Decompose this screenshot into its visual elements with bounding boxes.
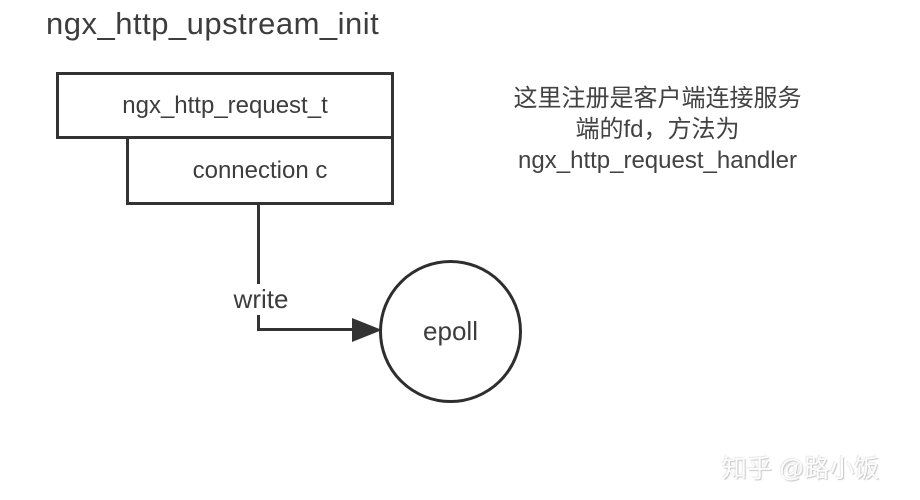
edge-label-write: write (230, 284, 292, 315)
zhihu-watermark: 知乎 @路小饭 (722, 455, 880, 483)
annotation-text: 这里注册是客户端连接服务 端的fd，方法为 ngx_http_request_h… (470, 83, 845, 176)
annotation-line-2: 端的fd，方法为 (575, 116, 740, 143)
annotation-line-1: 这里注册是客户端连接服务 (513, 85, 802, 112)
connector-vertical-line (257, 205, 260, 331)
diagram-title: ngx_http_upstream_init (46, 6, 380, 41)
node-epoll-label: epoll (423, 316, 478, 346)
arrowhead-icon (352, 318, 382, 342)
node-connection-c-label: connection c (192, 156, 328, 184)
node-connection-c: connection c (126, 136, 394, 205)
node-epoll: epoll (379, 260, 522, 403)
connector-horizontal-line (257, 328, 357, 331)
node-ngx-http-request-t-label: ngx_http_request_t (122, 91, 328, 119)
node-ngx-http-request-t: ngx_http_request_t (56, 72, 394, 139)
annotation-line-3: ngx_http_request_handler (518, 147, 797, 174)
